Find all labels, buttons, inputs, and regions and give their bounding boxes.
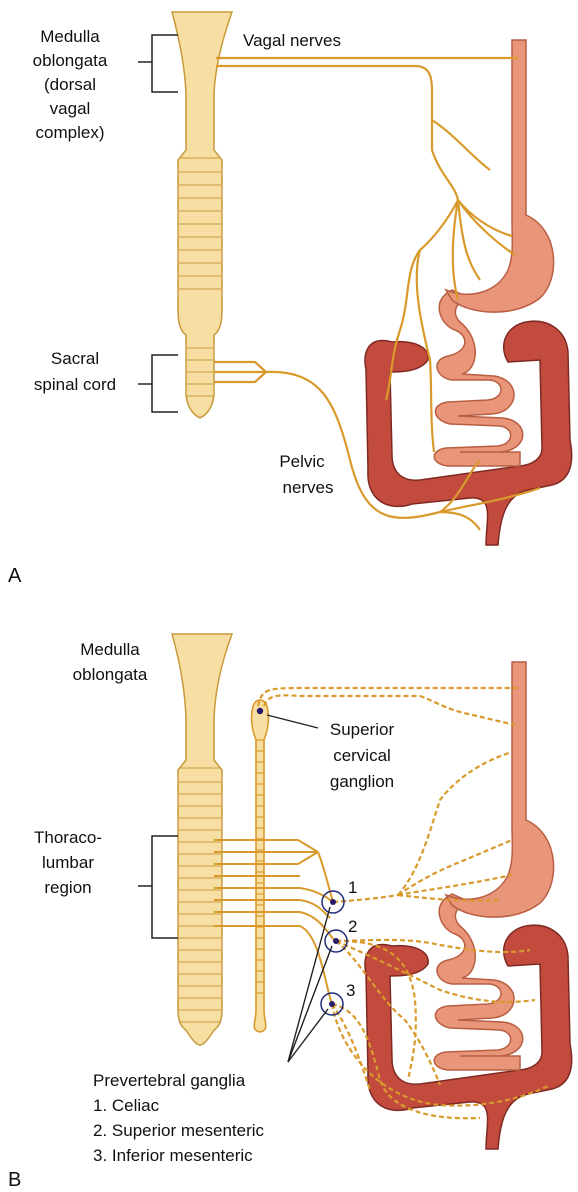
pelvic-label-line1: Pelvic bbox=[279, 452, 325, 471]
prevertebral-label-celiac: 1. Celiac bbox=[93, 1096, 160, 1115]
medulla-label-a-line2: oblongata bbox=[33, 51, 108, 70]
sacral-label-line1: Sacral bbox=[51, 349, 99, 368]
celiac-ganglion-ring bbox=[321, 890, 345, 914]
prevertebral-ganglia bbox=[320, 890, 348, 1016]
thoraco-label-line3: region bbox=[44, 878, 91, 897]
vagal-nerves-a bbox=[216, 56, 518, 453]
panel-letter-b: B bbox=[8, 1169, 21, 1191]
pelvic-label-line2: nerves bbox=[282, 478, 333, 497]
celiac-ganglion-dot bbox=[330, 899, 336, 905]
medulla-label-a-line4: vagal bbox=[50, 99, 91, 118]
sympathetic-chain bbox=[250, 699, 270, 1033]
medulla-label-a-line1: Medulla bbox=[40, 27, 100, 46]
ganglion-number-1: 1 bbox=[348, 878, 357, 897]
preganglionic-fibers bbox=[214, 839, 335, 1005]
scg-label-line2: cervical bbox=[333, 746, 391, 765]
prevertebral-label-inferior-mesenteric: 3. Inferior mesenteric bbox=[93, 1146, 253, 1165]
superior-mesenteric-ganglion-ring bbox=[324, 929, 348, 953]
scg-label-line3: ganglion bbox=[330, 772, 394, 791]
thoraco-label-line2: lumbar bbox=[42, 853, 94, 872]
ganglion-number-3: 3 bbox=[346, 981, 355, 1000]
superior-cervical-ganglion-dot bbox=[256, 707, 264, 715]
scg-label-line1: Superior bbox=[330, 720, 395, 739]
stomach-esophagus-a bbox=[444, 39, 555, 313]
inferior-mesenteric-ganglion-dot bbox=[329, 1001, 335, 1007]
sacral-label-line2: spinal cord bbox=[34, 375, 116, 394]
medulla-bracket-a bbox=[138, 34, 178, 93]
small-intestine-a bbox=[433, 289, 524, 467]
prevertebral-label-title: Prevertebral ganglia bbox=[93, 1071, 246, 1090]
prevertebral-leaders bbox=[287, 906, 333, 1063]
stomach-esophagus-b bbox=[444, 661, 555, 918]
inferior-mesenteric-ganglion-ring bbox=[320, 992, 344, 1016]
thoraco-lumbar-bracket bbox=[138, 835, 178, 939]
sacral-bracket-a bbox=[138, 354, 178, 413]
medulla-label-b-line1: Medulla bbox=[80, 640, 140, 659]
thoraco-label-line1: Thoraco- bbox=[34, 828, 102, 847]
brainstem-and-spinal-cord-a bbox=[171, 11, 234, 419]
panel-b: Medulla oblongata Superior cervical gang… bbox=[8, 633, 573, 1191]
medulla-label-a: Medulla oblongata (dorsal vagal complex) bbox=[33, 27, 108, 142]
small-intestine-b bbox=[433, 893, 524, 1071]
ganglion-number-2: 2 bbox=[348, 917, 357, 936]
brainstem-and-spinal-cord-b bbox=[171, 633, 234, 1046]
postganglionic-fibers bbox=[256, 686, 551, 1120]
medulla-label-a-line5: complex) bbox=[36, 123, 105, 142]
medulla-label-b-line2: oblongata bbox=[73, 665, 148, 684]
colon-a bbox=[364, 320, 573, 546]
scg-leader bbox=[266, 714, 319, 729]
prevertebral-label-superior-mesenteric: 2. Superior mesenteric bbox=[93, 1121, 265, 1140]
panel-a: Medulla oblongata (dorsal vagal complex)… bbox=[8, 11, 573, 587]
vagal-nerves-label: Vagal nerves bbox=[243, 31, 341, 50]
panel-letter-a: A bbox=[8, 565, 22, 587]
superior-mesenteric-ganglion-dot bbox=[333, 938, 339, 944]
gi-tract-a bbox=[364, 39, 573, 546]
pelvic-nerves-a bbox=[214, 360, 541, 531]
gi-tract-b bbox=[364, 661, 573, 1150]
medulla-label-a-line3: (dorsal bbox=[44, 75, 96, 94]
